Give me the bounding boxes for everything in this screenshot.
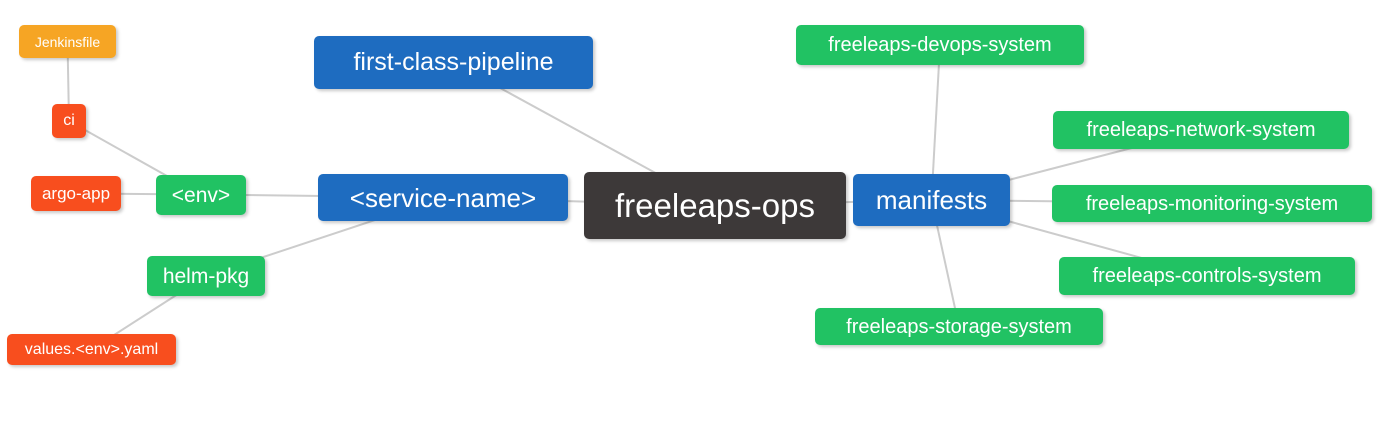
node-helm-pkg-label: helm-pkg: [162, 264, 250, 288]
node-freeleaps-ops-label: freeleaps-ops: [615, 187, 815, 224]
node-freeleaps-ops[interactable]: freeleaps-ops: [584, 172, 846, 239]
node-argo-app[interactable]: argo-app: [31, 176, 121, 211]
node-freeleaps-monitoring-system-label: freeleaps-monitoring-system: [1085, 192, 1339, 215]
node-jenkinsfile[interactable]: Jenkinsfile: [19, 25, 116, 58]
node-freeleaps-controls-system-label: freeleaps-controls-system: [1092, 265, 1322, 287]
node-freeleaps-network-system-label: freeleaps-network-system: [1086, 119, 1316, 141]
node-jenkinsfile-label: Jenkinsfile: [34, 33, 101, 50]
node-freeleaps-controls-system[interactable]: freeleaps-controls-system: [1059, 257, 1355, 295]
node-freeleaps-devops-system-label: freeleaps-devops-system: [828, 34, 1052, 56]
node-freeleaps-devops-system[interactable]: freeleaps-devops-system: [796, 25, 1084, 65]
node-values-env-yaml[interactable]: values.<env>.yaml: [7, 334, 176, 365]
node-freeleaps-monitoring-system[interactable]: freeleaps-monitoring-system: [1052, 185, 1372, 222]
node-first-class-pipeline[interactable]: first-class-pipeline: [314, 36, 593, 89]
node-service-name[interactable]: <service-name>: [318, 174, 568, 221]
node-freeleaps-storage-system[interactable]: freeleaps-storage-system: [815, 308, 1103, 345]
node-manifests-label: manifests: [875, 185, 988, 215]
node-env[interactable]: <env>: [156, 175, 246, 215]
node-helm-pkg[interactable]: helm-pkg: [147, 256, 265, 296]
node-values-env-yaml-label: values.<env>.yaml: [24, 340, 159, 358]
node-service-name-label: <service-name>: [349, 182, 537, 213]
node-ci[interactable]: ci: [52, 104, 86, 138]
node-freeleaps-network-system[interactable]: freeleaps-network-system: [1053, 111, 1349, 149]
node-ci-label: ci: [63, 112, 75, 129]
node-freeleaps-storage-system-label: freeleaps-storage-system: [846, 315, 1072, 338]
node-manifests[interactable]: manifests: [853, 174, 1010, 226]
node-first-class-pipeline-label: first-class-pipeline: [353, 48, 554, 76]
node-argo-app-label: argo-app: [41, 184, 111, 203]
node-env-label: <env>: [171, 183, 231, 207]
